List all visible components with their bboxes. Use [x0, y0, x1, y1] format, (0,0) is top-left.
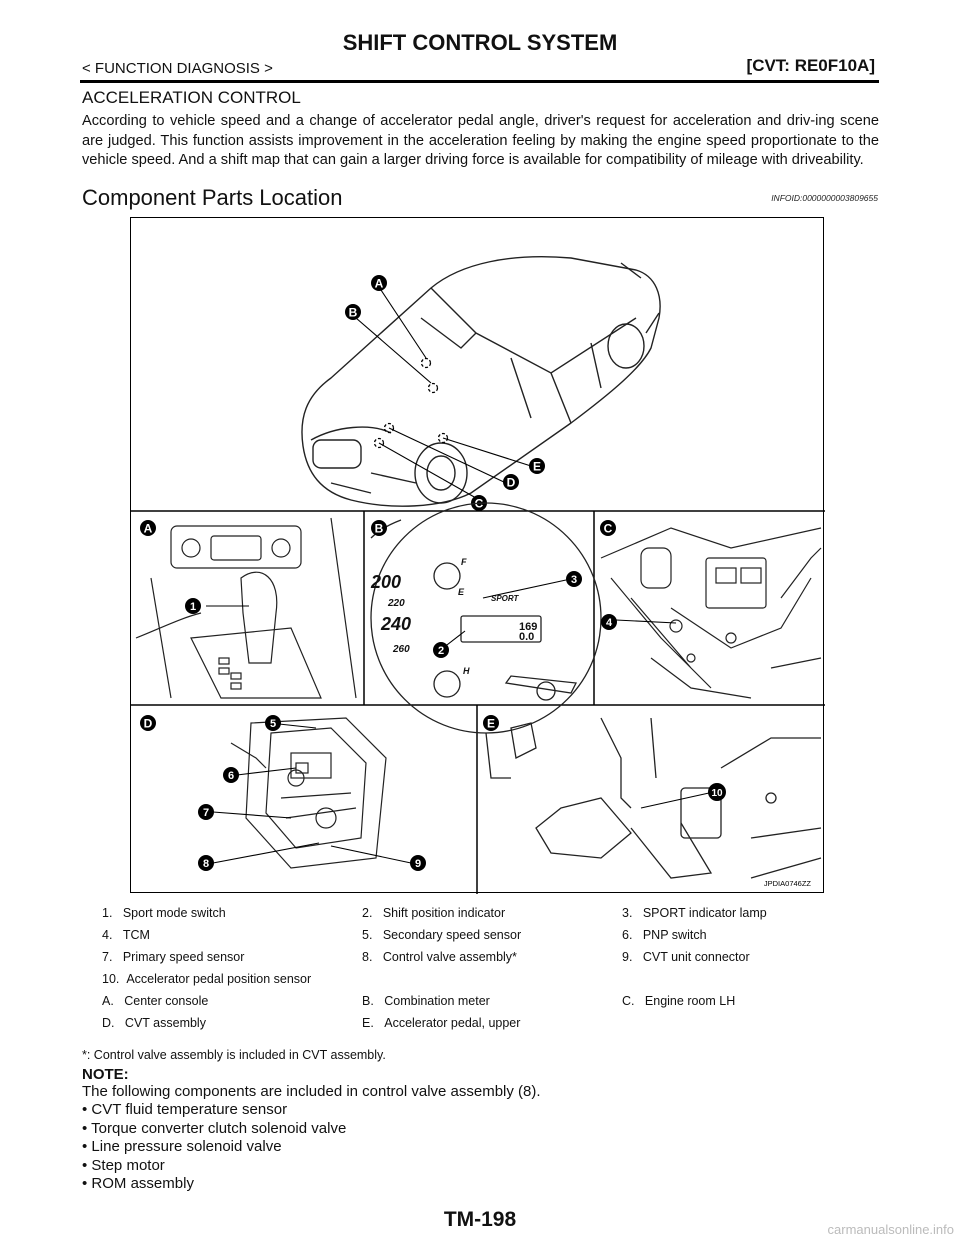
page-title: SHIFT CONTROL SYSTEM — [342, 30, 618, 55]
svg-text:2: 2 — [438, 645, 444, 657]
header-divider — [80, 80, 879, 83]
svg-text:10: 10 — [711, 788, 723, 799]
table-cell: 8. Control valve assembly* — [362, 950, 517, 964]
panel-e-pedal — [485, 717, 822, 879]
panel-letters: A B C D E — [140, 520, 616, 731]
table-row: 10. Accelerator pedal position sensor — [90, 972, 870, 994]
list-item: CVT fluid temperature sensor — [82, 1101, 346, 1120]
table-cell: 6. PNP switch — [622, 928, 707, 942]
svg-text:7: 7 — [203, 807, 209, 819]
table-cell: 3. SPORT indicator lamp — [622, 906, 767, 920]
locator-circles — [373, 357, 449, 449]
note-body: The following components are included in… — [82, 1083, 541, 1100]
svg-text:4: 4 — [606, 617, 613, 629]
svg-text:3: 3 — [571, 574, 577, 586]
table-row: 4. TCM 5. Secondary speed sensor 6. PNP … — [90, 928, 870, 950]
figure-code: JPDIA0746ZZ — [764, 879, 812, 888]
svg-text:220: 220 — [387, 598, 405, 609]
svg-text:8: 8 — [203, 858, 209, 870]
svg-text:H: H — [463, 666, 470, 676]
svg-text:SPORT: SPORT — [491, 594, 520, 603]
page-number: TM-198 — [443, 1208, 517, 1231]
svg-text:E: E — [487, 717, 495, 731]
table-cell — [610, 1016, 870, 1038]
svg-text:240: 240 — [380, 614, 411, 634]
section-heading: ACCELERATION CONTROL — [82, 88, 301, 107]
table-cell: 10. Accelerator pedal position sensor — [102, 972, 312, 986]
panel-d-cvt — [230, 717, 387, 869]
table-row: 7. Primary speed sensor 8. Control valve… — [90, 950, 870, 972]
legend-footnote: *: Control valve assembly is included in… — [82, 1048, 386, 1062]
list-item: Line pressure solenoid valve — [82, 1138, 346, 1157]
svg-text:200: 200 — [370, 572, 401, 592]
svg-text:B: B — [375, 522, 384, 536]
note-label: NOTE: — [82, 1066, 129, 1083]
table-cell: 4. TCM — [102, 928, 150, 942]
svg-text:169: 169 — [519, 621, 537, 633]
model-variant: [CVT: RE0F10A] — [746, 56, 875, 75]
table-cell: 1. Sport mode switch — [102, 906, 226, 920]
table-row: A. Center console B. Combination meter C… — [90, 994, 870, 1016]
svg-text:D: D — [144, 717, 153, 731]
section-paragraph: According to vehicle speed and a change … — [82, 113, 879, 168]
svg-text:B: B — [349, 306, 358, 320]
breadcrumb: < FUNCTION DIAGNOSIS > — [82, 60, 273, 77]
list-item: ROM assembly — [82, 1175, 346, 1194]
table-cell: A. Center console — [102, 994, 209, 1008]
car-illustration — [301, 256, 661, 507]
car-callouts: A B C D E — [345, 275, 545, 511]
svg-text:5: 5 — [270, 718, 276, 730]
table-cell: 5. Secondary speed sensor — [362, 928, 522, 942]
svg-text:F: F — [461, 557, 467, 567]
info-id: INFOID:0000000003809655 — [771, 193, 878, 203]
svg-text:1: 1 — [190, 601, 196, 613]
numbered-callouts: 1 2 3 4 5 6 7 8 9 10 — [185, 571, 726, 871]
table-cell: C. Engine room LH — [622, 994, 736, 1008]
list-item: Step motor — [82, 1157, 346, 1176]
panel-a-console — [135, 517, 357, 699]
svg-text:6: 6 — [228, 770, 234, 782]
panel-c-engine-room — [600, 527, 822, 699]
watermark: carmanualsonline.info — [827, 1222, 954, 1237]
table-cell: B. Combination meter — [362, 994, 490, 1008]
svg-text:260: 260 — [392, 644, 410, 655]
svg-text:C: C — [604, 522, 613, 536]
svg-text:9: 9 — [415, 858, 421, 870]
svg-text:A: A — [375, 277, 384, 291]
component-heading: Component Parts Location — [82, 185, 343, 210]
table-cell: D. CVT assembly — [102, 1016, 206, 1030]
list-item: Torque converter clutch solenoid valve — [82, 1120, 346, 1139]
table-row: D. CVT assembly E. Accelerator pedal, up… — [90, 1016, 870, 1038]
note-list: CVT fluid temperature sensor Torque conv… — [82, 1101, 346, 1194]
table-cell: 2. Shift position indicator — [362, 906, 506, 920]
component-location-figure: A B C D E 2 — [130, 217, 825, 894]
table-row: 1. Sport mode switch 2. Shift position i… — [90, 906, 870, 928]
svg-text:D: D — [507, 476, 516, 490]
legend-table: 1. Sport mode switch 2. Shift position i… — [90, 906, 870, 1038]
svg-text:A: A — [144, 522, 153, 536]
svg-text:E: E — [533, 460, 541, 474]
callout-leader-lines — [355, 289, 532, 499]
svg-text:E: E — [458, 587, 465, 597]
table-cell: 9. CVT unit connector — [622, 950, 750, 964]
figure-illustration: A B C D E 2 — [131, 256, 825, 894]
svg-text:0.0: 0.0 — [519, 631, 534, 643]
table-cell: E. Accelerator pedal, upper — [362, 1016, 521, 1030]
table-cell: 7. Primary speed sensor — [102, 950, 245, 964]
